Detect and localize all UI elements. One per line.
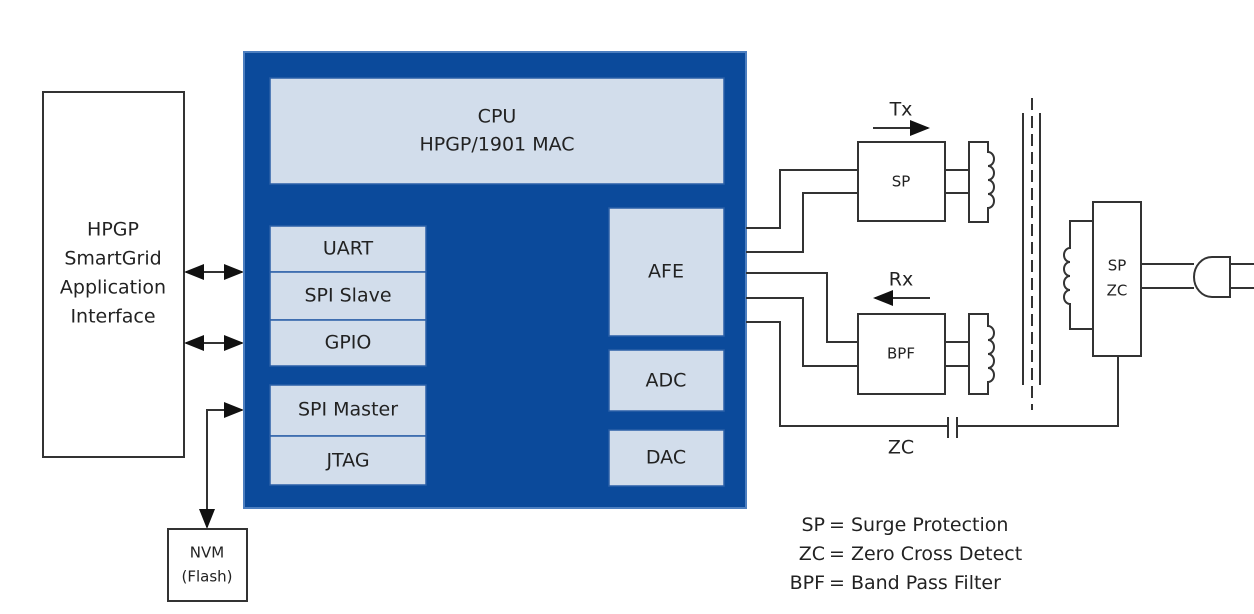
sp-box: SP — [857, 141, 946, 222]
bpf-box: BPF — [857, 313, 946, 395]
spi-master-label: SPI Master — [298, 399, 398, 421]
legend-text-zc: = Zero Cross Detect — [829, 543, 1022, 565]
spzc-label-zc: ZC — [1107, 282, 1128, 300]
cpu-label: CPU — [478, 106, 517, 128]
transformer-core — [1022, 98, 1041, 410]
line-inductor-icon — [1063, 220, 1093, 330]
soc-chip: CPU HPGP/1901 MAC UART SPI Slave GPIO SP… — [243, 51, 747, 509]
dac-label: DAC — [646, 447, 686, 469]
dac-block: DAC — [608, 429, 725, 487]
arrow-spi-nvm — [199, 402, 244, 529]
rx-label: Rx — [889, 269, 913, 291]
uart-label: UART — [323, 238, 374, 260]
afe-block: AFE — [608, 207, 725, 337]
legend-abbr-bpf: BPF — [790, 572, 825, 594]
spi-master-block: SPI Master — [269, 384, 427, 437]
zc-label: ZC — [888, 437, 914, 459]
legend-text-bpf: = Band Pass Filter — [829, 572, 1001, 594]
sp-label: SP — [892, 173, 911, 191]
nvm-label: NVM — [190, 544, 224, 562]
host-interface-box: HPGP SmartGrid Application Interface — [42, 91, 185, 458]
nvm-box: NVM (Flash) — [167, 528, 248, 602]
spzc-label-sp: SP — [1108, 257, 1127, 275]
gpio-block: GPIO — [269, 319, 427, 367]
uart-block: UART — [269, 225, 427, 273]
cpu-block: CPU HPGP/1901 MAC — [269, 77, 725, 185]
host-label-1: HPGP — [87, 219, 139, 241]
adc-label: ADC — [646, 370, 687, 392]
adc-block: ADC — [608, 349, 725, 412]
afe-label: AFE — [648, 261, 684, 283]
bpf-label: BPF — [887, 345, 915, 363]
tx-inductor-icon — [968, 141, 995, 223]
legend-abbr-sp: SP — [801, 514, 825, 536]
legend-abbr-zc: ZC — [799, 543, 825, 565]
cpu-sublabel: HPGP/1901 MAC — [419, 134, 574, 156]
nvm-sublabel: (Flash) — [181, 568, 232, 586]
host-label-4: Interface — [70, 306, 155, 328]
analog-front-wiring: SP Tx BPF Rx ZC SP ZC — [746, 98, 1254, 459]
spi-slave-label: SPI Slave — [304, 285, 391, 307]
rx-inductor-icon — [968, 313, 995, 395]
sp-zc-box: SP ZC — [1092, 201, 1142, 357]
spi-slave-block: SPI Slave — [269, 271, 427, 321]
power-plug-icon — [1193, 256, 1254, 298]
legend: SP = Surge Protection ZC = Zero Cross De… — [790, 514, 1023, 594]
tx-label: Tx — [889, 99, 913, 121]
jtag-block: JTAG — [269, 435, 427, 486]
jtag-label: JTAG — [325, 450, 369, 472]
host-label-3: Application — [60, 277, 166, 299]
legend-text-sp: = Surge Protection — [829, 514, 1008, 536]
host-label-2: SmartGrid — [64, 248, 161, 270]
gpio-label: GPIO — [325, 332, 372, 354]
